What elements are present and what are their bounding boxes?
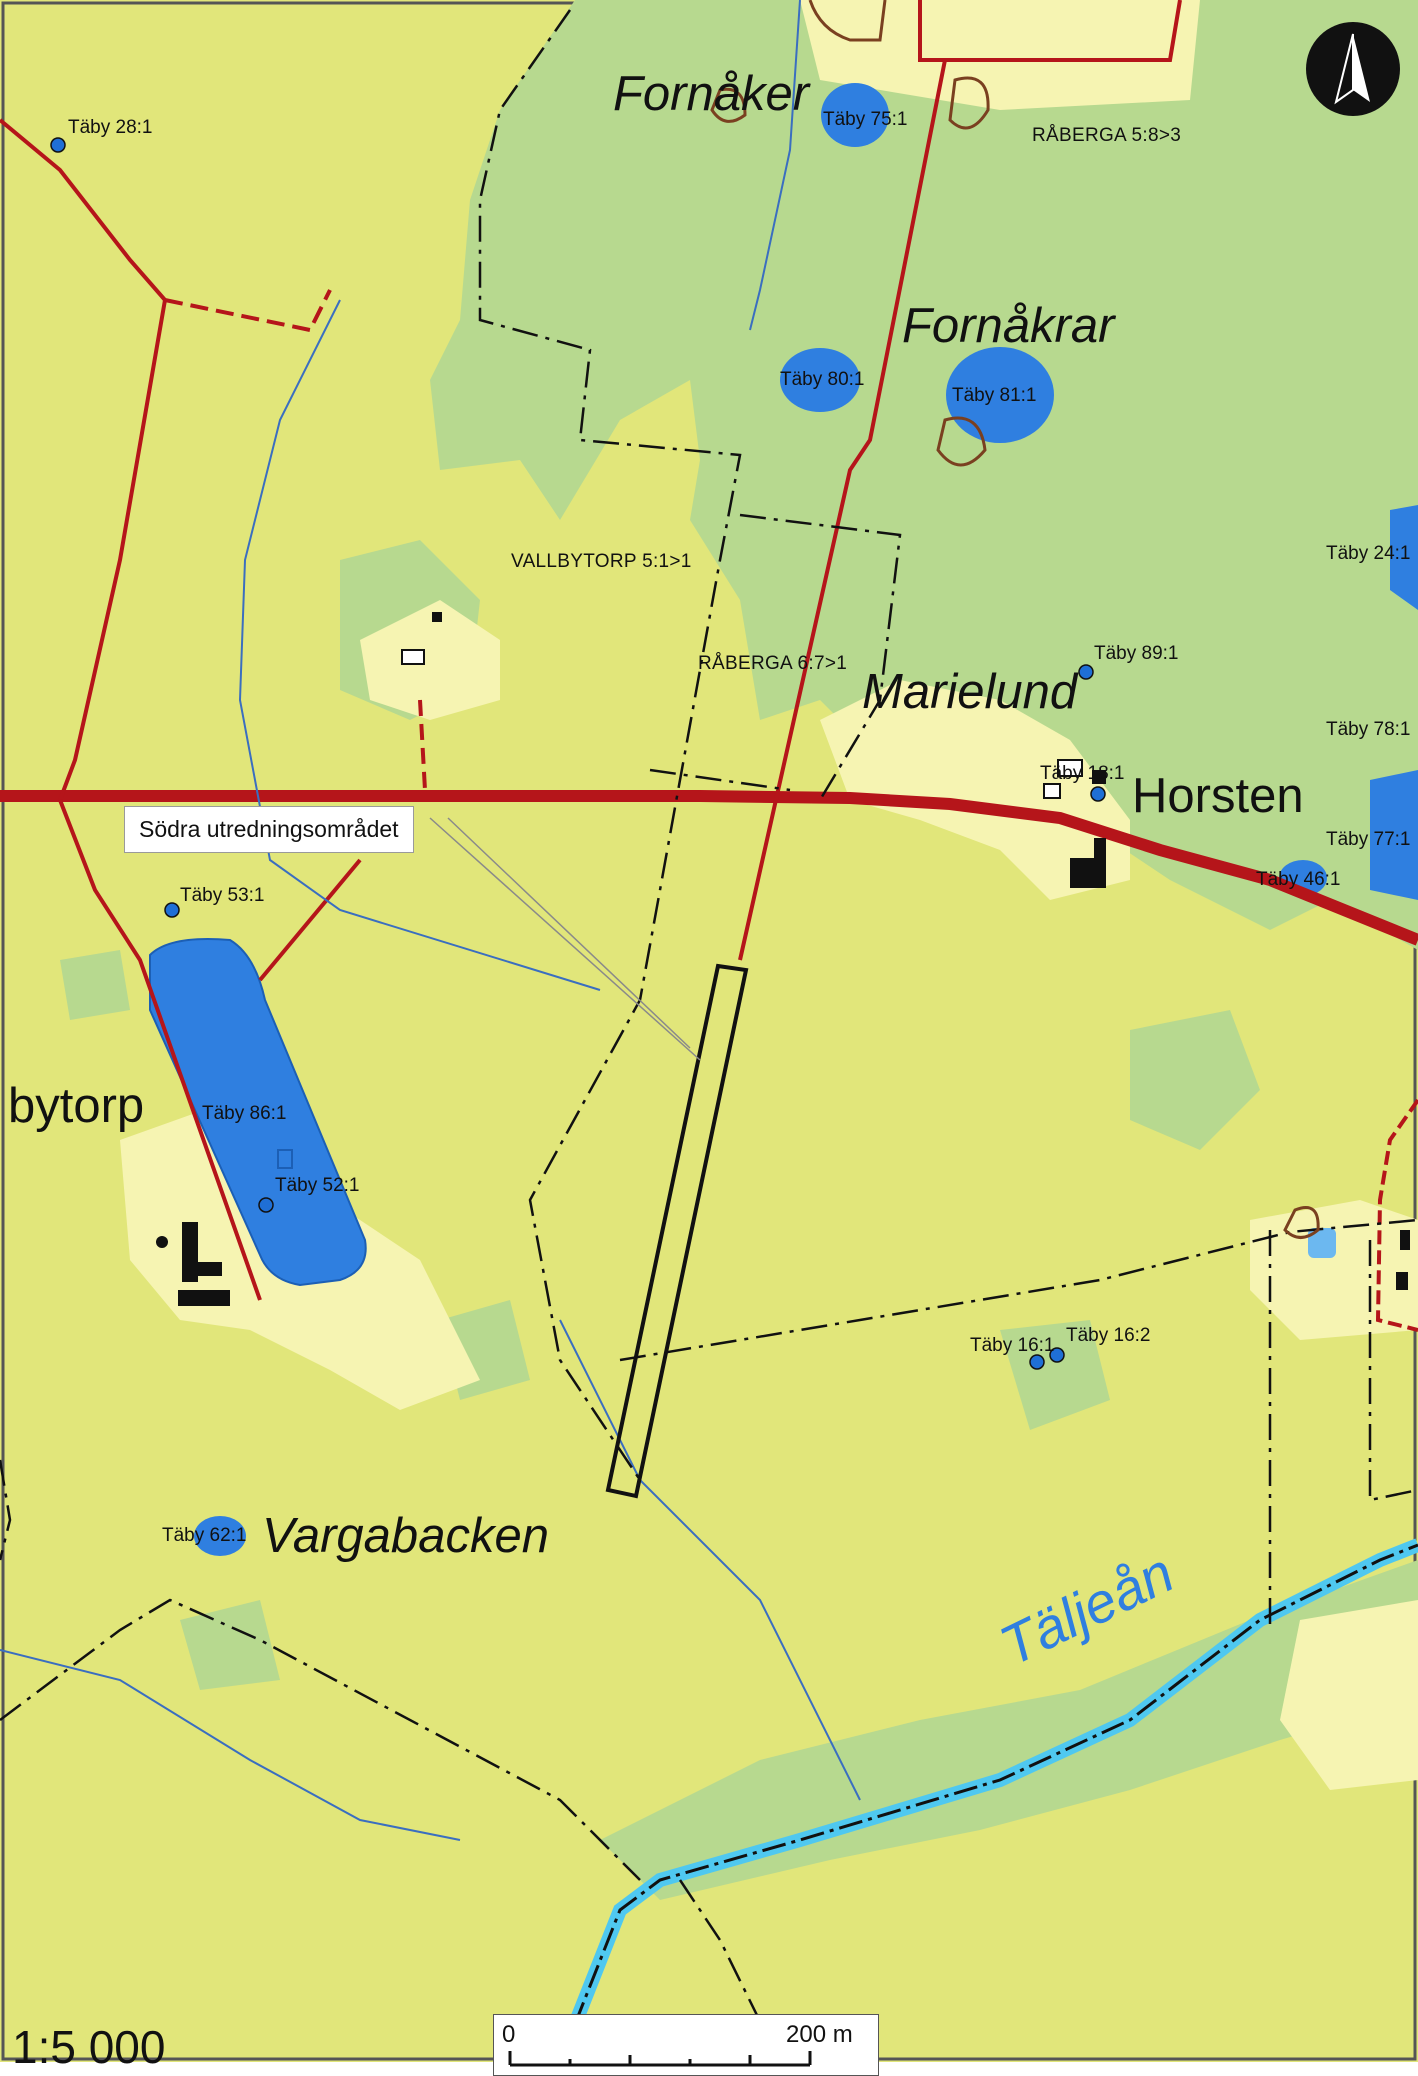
investigation-area-outline <box>605 963 749 1499</box>
pond-taby81 <box>946 347 1054 443</box>
site-label-taby75: Täby 75:1 <box>823 109 908 130</box>
study-area-callout: Södra utredningsområdet <box>124 806 414 853</box>
pond-taby77 <box>1370 770 1418 900</box>
callout-leader <box>429 817 701 1061</box>
site-label-taby77: Täby 77:1 <box>1326 829 1411 850</box>
settlement-area-top <box>800 0 1200 110</box>
road-north <box>738 59 947 961</box>
site-label-taby16-1: Täby 16:1 <box>970 1335 1055 1356</box>
forest-patch <box>60 950 130 1020</box>
site-label-taby81: Täby 81:1 <box>952 385 1037 406</box>
streams <box>0 0 861 1841</box>
site-label-taby18: Täby 18:1 <box>1040 763 1125 784</box>
property-raberga-58: RÅBERGA 5:8>3 <box>1032 125 1182 146</box>
site-label-taby46: Täby 46:1 <box>1256 869 1341 890</box>
ancient-outlines <box>710 0 1320 1239</box>
road-south-branch <box>258 858 362 982</box>
site-label-taby53: Täby 53:1 <box>180 885 265 906</box>
site-label-taby80: Täby 80:1 <box>780 369 865 390</box>
pond-taby86 <box>149 938 367 1287</box>
road-farm <box>418 699 427 791</box>
scale-end: 200 m <box>786 2021 853 2048</box>
site-label-taby52: Täby 52:1 <box>275 1175 360 1196</box>
site-label-taby28: Täby 28:1 <box>68 117 153 138</box>
place-fornakrar: Fornåkrar <box>902 299 1115 353</box>
forest-area-river <box>600 1560 1418 1900</box>
settlement-area-horsten <box>820 680 1130 900</box>
scale-start: 0 <box>502 2021 516 2048</box>
scale-bar: 0 200 m <box>493 2014 879 2076</box>
forest-patch <box>1130 1010 1260 1150</box>
river-boundary <box>558 1543 1418 2062</box>
place-horsten: Horsten <box>1132 769 1304 823</box>
small-pond <box>1308 1228 1336 1258</box>
property-raberga-67: RÅBERGA 6:7>1 <box>698 653 848 674</box>
forest-patch <box>180 1600 280 1690</box>
pond-taby80 <box>780 348 860 412</box>
site-label-taby24: Täby 24:1 <box>1326 543 1411 564</box>
place-vargabacken: Vargabacken <box>262 1509 549 1563</box>
place-marielund: Marielund <box>862 665 1078 719</box>
road-vallbytorp <box>58 799 262 1301</box>
settlement-area-river <box>1280 1600 1418 1790</box>
pond-taby24 <box>1390 505 1418 610</box>
pond-taby62 <box>194 1516 246 1556</box>
site-label-taby86: Täby 86:1 <box>202 1103 287 1124</box>
forest-area-north <box>430 0 1418 950</box>
site-label-taby89: Täby 89:1 <box>1094 643 1179 664</box>
settlement-area-farm <box>360 600 500 720</box>
buildings <box>156 612 1410 1306</box>
road-east-dashed <box>1375 1098 1418 1332</box>
main-road <box>0 790 1418 946</box>
place-vallbytorp: bytorp <box>8 1079 145 1133</box>
site-markers <box>50 137 1106 1370</box>
pond-taby75 <box>821 83 889 147</box>
scale-ratio: 1:5 000 <box>12 2021 166 2073</box>
roads <box>0 0 1418 1332</box>
site-label-taby62: Täby 62:1 <box>162 1525 247 1546</box>
place-fornaker: Fornåker <box>613 67 810 121</box>
forest-patch <box>1000 1320 1110 1430</box>
property-vallbytorp-51: VALLBYTORP 5:1>1 <box>511 551 692 572</box>
site-label-taby16-2: Täby 16:2 <box>1066 1325 1151 1346</box>
road-north-loop <box>918 0 1182 62</box>
north-arrow-icon <box>1306 22 1400 116</box>
scale-ticks <box>508 2051 812 2067</box>
site-label-taby78: Täby 78:1 <box>1326 719 1411 740</box>
